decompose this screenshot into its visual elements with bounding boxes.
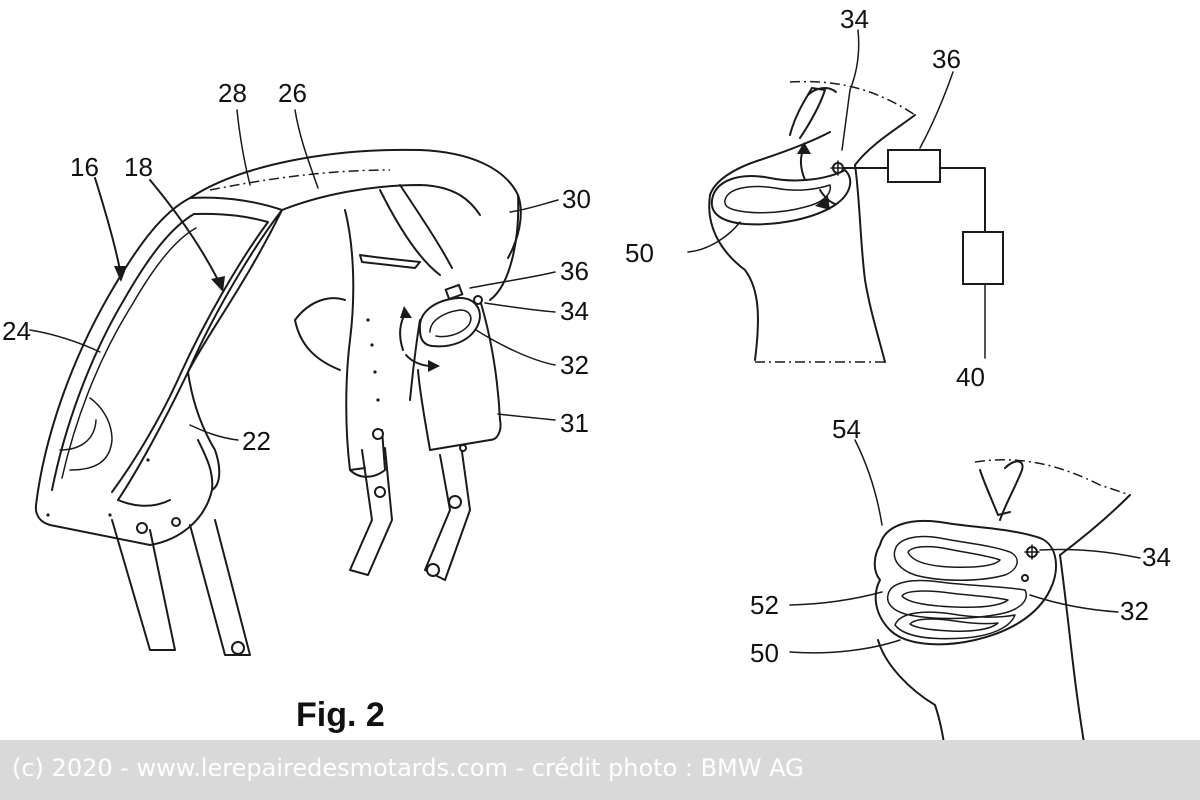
label-50: 50 <box>750 638 779 668</box>
label-34: 34 <box>840 4 869 34</box>
label-22: 22 <box>242 426 271 456</box>
label-54: 54 <box>832 414 861 444</box>
label-50: 50 <box>625 238 654 268</box>
credit-text: (c) 2020 - www.lerepairedesmotards.com -… <box>12 754 804 782</box>
label-31: 31 <box>560 408 589 438</box>
label-52: 52 <box>750 590 779 620</box>
label-16: 16 <box>70 152 99 182</box>
label-40: 40 <box>956 362 985 392</box>
label-28: 28 <box>218 78 247 108</box>
label-24: 24 <box>2 316 31 346</box>
detail-bottom-right: 54 34 52 32 50 <box>750 414 1171 781</box>
label-26: 26 <box>278 78 307 108</box>
label-36: 36 <box>932 44 961 74</box>
detail-top-right: 34 36 50 40 <box>625 4 1004 392</box>
label-36: 36 <box>560 256 589 286</box>
label-32: 32 <box>1120 596 1149 626</box>
label-34: 34 <box>560 296 589 326</box>
label-32: 32 <box>560 350 589 380</box>
figure-caption: Fig. 2 <box>296 696 385 734</box>
fairing-assembly: 28 26 16 18 30 36 34 24 32 22 31 <box>2 78 591 656</box>
label-18: 18 <box>124 152 153 182</box>
label-30: 30 <box>562 184 591 214</box>
label-34: 34 <box>1142 542 1171 572</box>
credit-bar: (c) 2020 - www.lerepairedesmotards.com -… <box>0 740 1200 800</box>
